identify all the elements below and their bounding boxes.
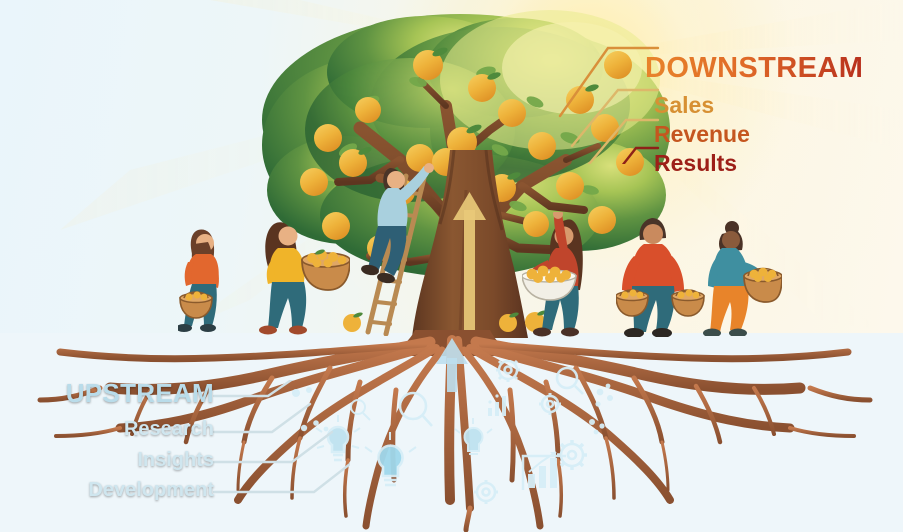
basket-icon bbox=[743, 267, 782, 303]
data-dots-icon bbox=[292, 387, 312, 397]
upstream-connector-lines bbox=[212, 380, 350, 494]
figure-harvester-right-2 bbox=[703, 221, 782, 336]
basket-icon bbox=[179, 291, 213, 319]
basket-icon bbox=[616, 289, 649, 317]
molecule-icon bbox=[589, 419, 605, 435]
downstream-connector-lines bbox=[558, 46, 660, 164]
figure-harvester-left-1 bbox=[178, 229, 219, 332]
upstream-label-group: UPSTREAM Research Insights Development bbox=[0, 378, 340, 508]
data-dots-icon bbox=[300, 420, 329, 432]
bar-chart-icon bbox=[521, 451, 566, 490]
figure-harvester-right-1 bbox=[616, 218, 705, 337]
upstream-title: UPSTREAM bbox=[65, 378, 214, 408]
bowl-icon bbox=[522, 265, 577, 301]
gear-icon bbox=[474, 480, 498, 504]
upstream-item-insights: Insights bbox=[137, 449, 214, 471]
gear-icon bbox=[539, 393, 561, 415]
downstream-title: DOWNSTREAM bbox=[645, 52, 864, 84]
bar-chart-icon bbox=[488, 394, 506, 416]
fallen-apples bbox=[343, 310, 547, 332]
figure-harvester-on-ladder bbox=[361, 163, 434, 336]
downstream-item-sales: Sales bbox=[654, 92, 715, 118]
figure-harvester-with-bowl bbox=[522, 212, 583, 337]
root-icon-layer bbox=[292, 360, 613, 504]
gear-icon bbox=[496, 360, 520, 382]
upstream-item-development: Development bbox=[88, 479, 214, 501]
magnifier-icon bbox=[350, 399, 371, 421]
tree-trunk bbox=[412, 150, 528, 338]
basket-icon bbox=[671, 289, 705, 317]
magnifier-icon bbox=[398, 391, 433, 427]
downstream-item-revenue: Revenue bbox=[654, 121, 750, 147]
magnifier-icon bbox=[555, 366, 584, 395]
basket-icon bbox=[301, 249, 350, 291]
upstream-item-research: Research bbox=[123, 418, 214, 440]
lightbulb-icon bbox=[364, 432, 417, 487]
trunk-upward-arrow bbox=[453, 192, 486, 336]
downstream-item-results: Results bbox=[654, 150, 738, 176]
gear-icon bbox=[557, 440, 587, 470]
molecule-icon bbox=[595, 383, 613, 407]
downstream-label-group: DOWNSTREAM Sales Revenue Results bbox=[560, 24, 903, 176]
lightbulb-icon bbox=[315, 415, 361, 462]
figure-harvester-left-2 bbox=[259, 222, 350, 335]
lightbulb-icon bbox=[454, 418, 493, 455]
root-upward-arrow bbox=[436, 338, 468, 392]
